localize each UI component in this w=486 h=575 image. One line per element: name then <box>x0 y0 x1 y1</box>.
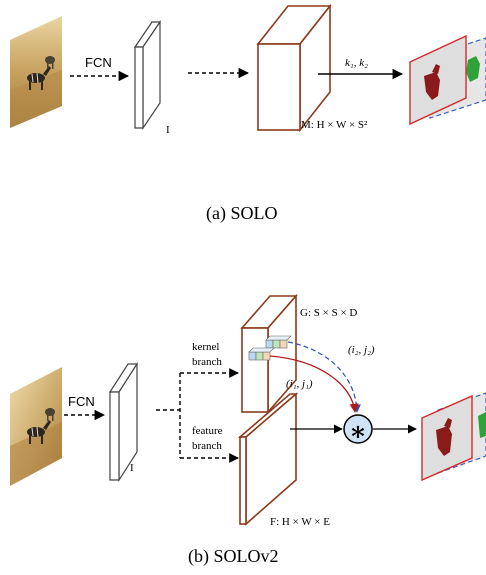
kernel-tensor-label: G: S × S × D <box>300 307 357 319</box>
kernel-arrow-label: k₁, k₂ <box>345 57 368 69</box>
conv-operator: ∗ <box>343 414 373 446</box>
fcn-label-b: FCN <box>68 394 95 409</box>
conv-operator-symbol: ∗ <box>349 417 367 446</box>
feature-map-i-a <box>133 20 162 130</box>
zebra-icon <box>45 56 55 69</box>
zebra-icon <box>27 66 51 90</box>
location-1-label: (i₁, j₁) <box>286 378 313 390</box>
input-photo-a <box>10 16 62 128</box>
zebra-icon <box>27 420 51 444</box>
feature-branch-line2: branch <box>192 440 222 452</box>
caption-b: (b) SOLOv2 <box>188 546 279 567</box>
kernel-tensor-g <box>240 293 298 415</box>
kernel-branch-line2: branch <box>192 356 222 368</box>
instance-mask-green <box>466 56 480 82</box>
feature-branch-line1: feature <box>192 425 223 437</box>
mask-tensor-label: M: H × W × S² <box>301 119 368 131</box>
output-masks-b <box>421 392 486 482</box>
panel-b: FCN I kernel branch feature branch G: S … <box>10 293 486 567</box>
panel-a: FCN I M: H × W × S² k₁, k₂ (a) SO <box>10 3 486 224</box>
kernel-cell-2 <box>265 335 292 349</box>
feature-label-a: I <box>166 124 170 136</box>
mask-tensor-m <box>256 3 332 133</box>
zebra-icon <box>45 408 55 421</box>
branch-lines <box>156 368 239 463</box>
feature-tensor-f <box>237 392 299 526</box>
kernel-cell-1 <box>248 347 275 361</box>
instance-mask-red <box>436 426 452 456</box>
kernel-curve-blue <box>287 341 361 413</box>
kernel-branch-line1: kernel <box>192 341 219 353</box>
kernel-curve-red <box>269 355 359 413</box>
feature-label-b: I <box>130 462 134 474</box>
fcn-label-a: FCN <box>85 55 112 70</box>
location-2-label: (i₂, j₂) <box>348 344 375 356</box>
output-masks-a <box>409 34 486 126</box>
instance-mask-red <box>424 72 440 100</box>
instance-mask-green <box>478 412 486 438</box>
input-photo-b <box>10 367 62 486</box>
feature-map-i-b <box>108 361 139 483</box>
feature-tensor-label: F: H × W × E <box>270 516 330 528</box>
caption-a: (a) SOLO <box>206 203 277 224</box>
